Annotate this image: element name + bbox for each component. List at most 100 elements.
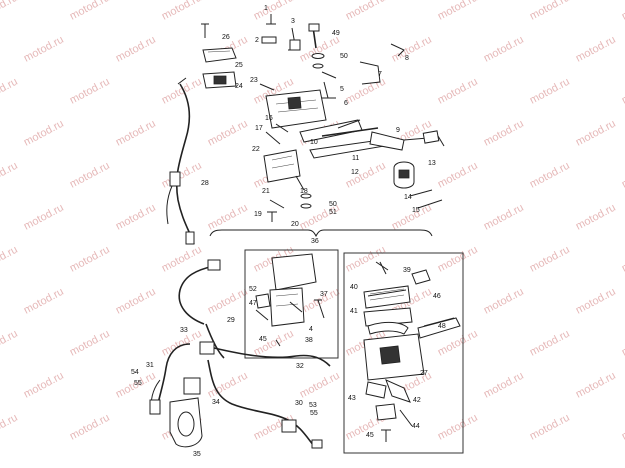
watermark-text: motod.ru (482, 34, 526, 65)
watermark-text: motod.ru (22, 34, 66, 65)
callout-25: 25 (235, 62, 243, 69)
watermark-text: motod.ru (22, 370, 66, 401)
upper-assembly (201, 14, 445, 222)
watermark-text: motod.ru (0, 244, 20, 275)
callout-18: 18 (300, 188, 308, 195)
callout-23: 23 (250, 77, 258, 84)
callout-26: 26 (222, 34, 230, 41)
callout-37: 37 (320, 291, 328, 298)
watermark-text: motod.ru (206, 202, 250, 233)
watermark-text: motod.ru (436, 412, 480, 443)
watermark-text: motod.ru (22, 202, 66, 233)
callout-45-repeat: 45 (366, 432, 374, 439)
watermark-text: motod.ru (436, 160, 480, 191)
callout-34: 34 (212, 399, 220, 406)
watermark-text: motod.ru (114, 286, 158, 317)
callout-33: 33 (180, 327, 188, 334)
callout-54: 54 (131, 369, 139, 376)
watermark-text: motod.ru (482, 286, 526, 317)
callout-31: 31 (146, 362, 154, 369)
callout-50: 50 (329, 201, 337, 208)
watermark-text: motod.ru (68, 160, 112, 191)
callout-12: 12 (351, 169, 359, 176)
watermark-text: motod.ru (436, 328, 480, 359)
watermark-text: motod.ru (298, 34, 342, 65)
watermark-text: motod.ru (160, 244, 204, 275)
watermark-text: motod.ru (68, 412, 112, 443)
watermark-text: motod.ru (574, 202, 618, 233)
callout-9: 9 (396, 127, 400, 134)
callout-40: 40 (350, 284, 358, 291)
callout-43: 43 (348, 395, 356, 402)
watermark-text: motod.ru (160, 76, 204, 107)
callout-49: 49 (332, 30, 340, 37)
watermark-text: motod.ru (528, 0, 572, 23)
callout-52: 52 (249, 286, 257, 293)
callout-20: 20 (291, 221, 299, 228)
watermark-text: motod.ru (22, 118, 66, 149)
watermark-text: motod.ru (114, 202, 158, 233)
watermark-text: motod.ru (344, 76, 388, 107)
callout-7: 7 (378, 71, 382, 78)
watermark-text: motod.ru (68, 0, 112, 23)
watermark-text: motod.ru (68, 244, 112, 275)
watermark-text: motod.ru (620, 328, 625, 359)
group-brace-36 (209, 229, 433, 238)
watermark-text: motod.ru (620, 160, 625, 191)
watermark-text: motod.ru (0, 0, 20, 23)
watermark-text: motod.ru (298, 370, 342, 401)
watermark-text: motod.ru (0, 160, 20, 191)
callout-38: 38 (305, 337, 313, 344)
watermark-text: motod.ru (436, 0, 480, 23)
watermark-text: motod.ru (528, 76, 572, 107)
callout-19: 19 (254, 211, 262, 218)
watermark-text: motod.ru (206, 370, 250, 401)
watermark-text: motod.ru (0, 328, 20, 359)
callout-labels: 1234567891011121314151617181920212223242… (131, 5, 446, 458)
callout-44: 44 (412, 423, 420, 430)
cable-28 (166, 77, 195, 245)
callout-1: 1 (264, 5, 268, 12)
watermark-text: motod.ru (0, 76, 20, 107)
callout-3: 3 (291, 18, 295, 25)
callout-6: 6 (344, 100, 348, 107)
watermark-text: motod.ru (252, 0, 296, 23)
callout-13: 13 (428, 160, 436, 167)
watermark-text: motod.ru (620, 412, 625, 443)
callout-53: 53 (309, 402, 317, 409)
watermark-text: motod.ru (344, 0, 388, 23)
watermark-text: motod.ru (482, 202, 526, 233)
right-box-assembly (343, 252, 464, 454)
callout-55: 55 (310, 410, 318, 417)
callout-32: 32 (296, 363, 304, 370)
watermark-text: motod.ru (574, 118, 618, 149)
watermark-text: motod.ru (252, 328, 296, 359)
callout-28: 28 (201, 180, 209, 187)
callout-8: 8 (405, 55, 409, 62)
watermark-text: motod.ru (620, 76, 625, 107)
watermark-text: motod.ru (160, 0, 204, 23)
callout-10: 10 (310, 139, 318, 146)
callout-4: 4 (309, 326, 313, 333)
callout-46: 46 (433, 293, 441, 300)
callout-27: 27 (420, 370, 428, 377)
callout-47: 47 (249, 300, 257, 307)
callout-24: 24 (235, 83, 243, 90)
watermark-text: motod.ru (206, 286, 250, 317)
callout-50-repeat: 50 (340, 53, 348, 60)
watermark-text: motod.ru (574, 370, 618, 401)
callout-39: 39 (403, 267, 411, 274)
callout-30: 30 (295, 400, 303, 407)
watermark-text: motod.ru (620, 0, 625, 23)
watermark-text: motod.ru (390, 34, 434, 65)
watermark-text: motod.ru (22, 286, 66, 317)
watermark-text: motod.ru (206, 118, 250, 149)
watermark-text: motod.ru (528, 328, 572, 359)
callout-21: 21 (262, 188, 270, 195)
watermark-text: motod.ru (482, 118, 526, 149)
callout-29: 29 (227, 317, 235, 324)
callout-48: 48 (438, 323, 446, 330)
callout-17: 17 (255, 125, 263, 132)
